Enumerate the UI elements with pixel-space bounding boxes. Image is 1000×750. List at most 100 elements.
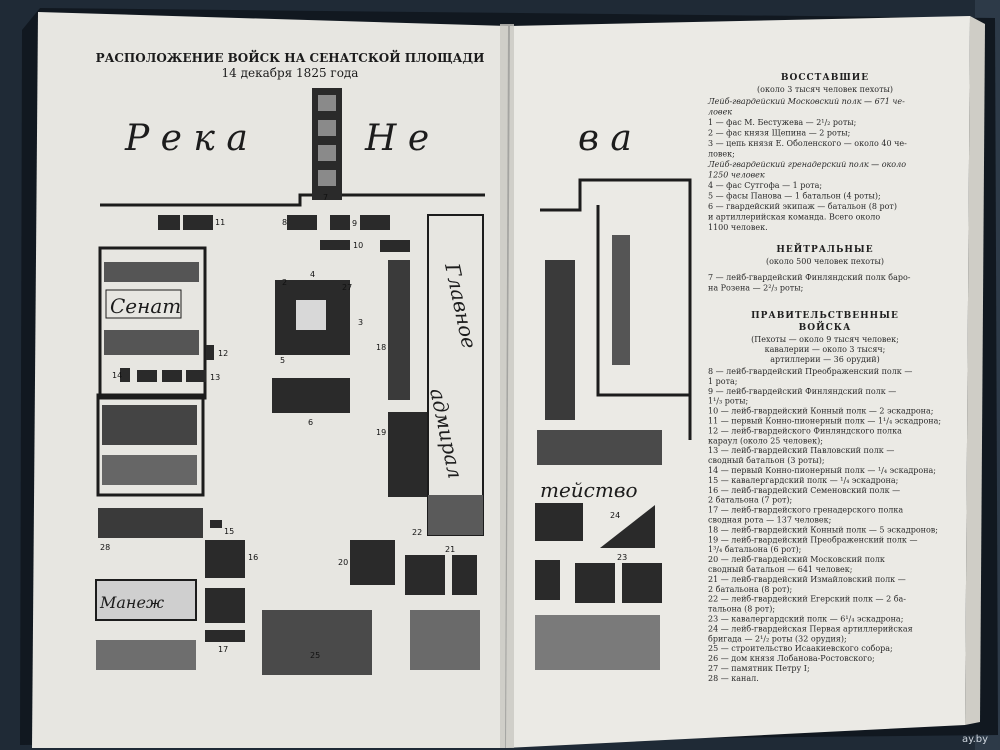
legend-neutral-sub: (около 500 человек пехоты) (766, 257, 884, 266)
map-number: 18 (376, 343, 386, 352)
legend-rebels-sub: (около 3 тысяч человек пехоты) (757, 85, 893, 94)
unit-block (287, 215, 317, 230)
legend-line: 5 — фасы Панова — 1 батальон (4 роты); (708, 192, 881, 201)
unit-block (320, 240, 350, 250)
admiralty-facade-right (537, 430, 662, 465)
unit-block (535, 503, 583, 541)
map-number-labels: 7 8 9 10 11 4 27 2 3 5 6 12 14 13 18 19 … (100, 193, 455, 660)
legend-line: ловек (708, 108, 732, 117)
legend-line: на Розена — 2²/₃ роты; (708, 284, 803, 293)
artillery-24 (600, 505, 655, 548)
legend-line: 1³/₄ батальона (6 рот); (708, 545, 801, 554)
bridge-span (318, 95, 336, 111)
senate-label-box (105, 289, 182, 319)
embankment-line (100, 193, 485, 207)
unit-block-21b (452, 555, 477, 595)
legend-line: 27 — памятник Петру I; (708, 664, 810, 673)
legend-line: сводная рота — 137 человек; (708, 516, 831, 525)
legend-line: 1 — фас М. Бестужева — 2¹/₂ роты; (708, 118, 856, 127)
legend-line: 11 — первый Конно-пионерный полк — 1¹/₄ … (708, 417, 941, 426)
legend-line: Лейб-гвардейский Московский полк — 671 ч… (707, 97, 905, 106)
unit-block-22a (535, 560, 560, 600)
unit-block (137, 370, 157, 382)
legend: ВОССТАВШИЕ (около 3 тысяч человек пехоты… (707, 73, 941, 683)
legend-line: 9 — лейб-гвардейский Финляндский полк — (708, 387, 896, 396)
senate-building (98, 246, 207, 400)
cavalry-column-18 (388, 260, 410, 400)
legend-line: 1100 человек. (708, 223, 768, 232)
map-number: 22 (412, 528, 422, 537)
map-number: 24 (610, 511, 620, 520)
legend-line: 8 — лейб-гвардейский Преображенский полк… (708, 367, 912, 376)
map-right: в а тейство 24 23 (535, 118, 692, 670)
legend-line: 7 — лейб-гвардейский Финляндский полк ба… (708, 273, 911, 282)
legend-line: 2 батальона (7 рот); (708, 496, 792, 505)
manezh-block (96, 640, 196, 670)
map-left: Р е к а Н е Сенат Манеж (95, 88, 485, 675)
legend-line: 6 — гвардейский экипаж — батальон (8 рот… (708, 202, 897, 211)
synod-facade (102, 405, 197, 445)
unit-block (360, 215, 390, 230)
map-number: 14 (112, 371, 122, 380)
legend-gov-sub3: артиллерии — 36 орудий) (770, 355, 880, 364)
legend-line: 26 — дом князя Лобанова-Ростовского; (708, 654, 875, 663)
legend-gov-lines: 8 — лейб-гвардейский Преображенский полк… (708, 367, 941, 683)
unit-block (330, 215, 350, 230)
unit-block-22b (575, 563, 615, 603)
senate-facade (104, 262, 199, 282)
map-number: 10 (353, 241, 363, 250)
legend-line: 24 — лейб-гвардейская Первая артиллерийс… (708, 624, 913, 633)
unit-block-15 (210, 520, 222, 528)
unit-block-16 (205, 540, 245, 578)
legend-line: и артиллерийская команда. Всего около (708, 213, 880, 222)
monument-base (296, 300, 326, 330)
legend-line: Лейб-гвардейский гренадерский полк — око… (707, 160, 906, 169)
rebel-unit-6 (272, 378, 350, 413)
unit-block (380, 240, 410, 252)
legend-gov-heading1: ПРАВИТЕЛЬСТВЕННЫЕ (751, 311, 899, 321)
legend-gov-sub1: (Пехоты — около 9 тысяч человек; (751, 335, 899, 344)
legend-line: 16 — лейб-гвардейский Семеновский полк — (708, 486, 900, 495)
legend-line: 2 батальона (8 рот); (708, 585, 792, 594)
unit-block (158, 215, 180, 230)
canal (98, 508, 203, 538)
legend-line: 1¹/₃ роты; (708, 397, 748, 406)
legend-line: караул (около 25 человек); (708, 436, 823, 445)
manezh-building (95, 579, 197, 621)
legend-line: 2 — фас князя Щепина — 2 роты; (708, 129, 850, 138)
legend-line: 18 — лейб-гвардейский Конный полк — 5 эс… (708, 525, 938, 534)
building-block (545, 260, 575, 420)
gutter (500, 24, 514, 748)
map-number: 20 (338, 558, 348, 567)
embankment-right (540, 178, 692, 440)
map-number: 4 (310, 270, 315, 279)
synod-facade (102, 455, 197, 485)
map-number: 6 (308, 418, 313, 427)
map-title: РАСПОЛОЖЕНИЕ ВОЙСК НА СЕНАТСКОЙ ПЛОЩАДИ (96, 49, 485, 65)
senate-facade (104, 330, 199, 355)
map-number: 15 (224, 527, 234, 536)
unit-block-20 (350, 540, 395, 585)
legend-line: 22 — лейб-гвардейский Егерский полк — 2 … (708, 595, 906, 604)
building-block (612, 235, 630, 365)
map-number: 5 (280, 356, 285, 365)
legend-neutral-lines: 7 — лейб-гвардейский Финляндский полк ба… (708, 273, 911, 293)
map-subtitle: 14 декабря 1825 года (222, 66, 359, 80)
legend-line: 10 — лейб-гвардейский Конный полк — 2 эс… (708, 407, 933, 416)
map-number: 12 (218, 349, 228, 358)
legend-line: ловек; (708, 150, 735, 159)
map-number: 25 (310, 651, 320, 660)
legend-line: 14 — первый Конно-пионерный полк — ¹/₄ э… (708, 466, 936, 475)
legend-gov-sub2: кавалерии — около 3 тысяч; (765, 345, 886, 354)
unit-block (186, 370, 206, 382)
unit-block (162, 370, 182, 382)
unit-block-21a (405, 555, 445, 595)
map-number: 2 (282, 278, 287, 287)
map-number: 19 (376, 428, 386, 437)
building-block-lower (535, 615, 660, 670)
legend-rebels-lines: Лейб-гвардейский Московский полк — 671 ч… (707, 97, 907, 232)
unit-block (183, 215, 213, 230)
synod-building (96, 393, 205, 497)
map-number: 7 (323, 193, 328, 202)
